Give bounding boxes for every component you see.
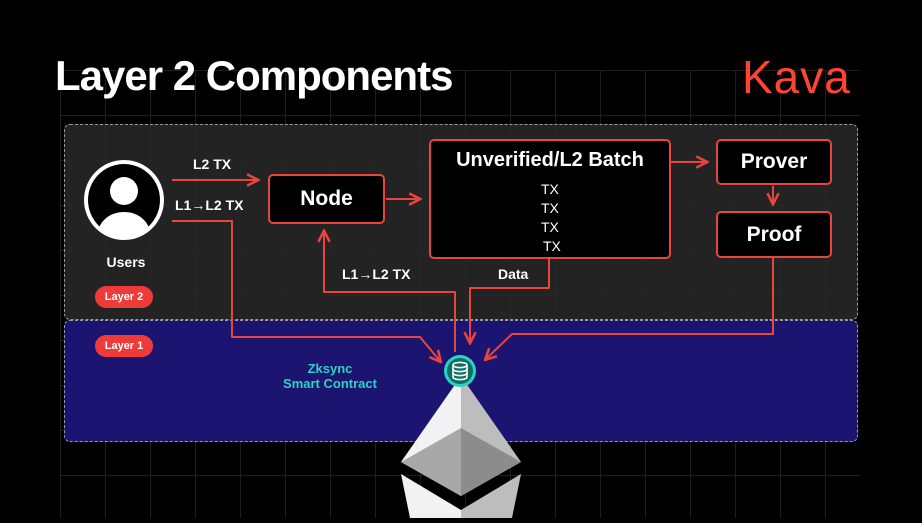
edge-label-users-l1-l2-tx: L1→L2 TX — [175, 197, 244, 213]
edge-label-l2-tx: L2 TX — [193, 156, 232, 172]
batch-box: Unverified/L2 Batch TX TX TX TX — [429, 139, 671, 259]
edge-users-to-contract — [172, 220, 440, 361]
edge-label-data: Data — [498, 266, 529, 282]
layer1-badge: Layer 1 — [95, 335, 153, 357]
users-label: Users — [106, 254, 146, 270]
proof-label: Proof — [746, 222, 802, 246]
batch-tx-item: TX — [541, 200, 559, 216]
prover-label: Prover — [740, 150, 808, 173]
batch-tx-item: TX — [541, 181, 559, 197]
brand-logo: Kava — [742, 51, 851, 103]
edge-label-contract-l1-l2-tx: L1→L2 TX — [342, 266, 411, 282]
page-title: Layer 2 Components — [55, 52, 453, 99]
node-box: Node — [268, 174, 385, 224]
batch-tx-item: TX — [543, 238, 561, 254]
edge-contract-to-node — [324, 232, 456, 352]
node-label: Node — [300, 187, 353, 210]
smart-contract-label: Zksync Smart Contract — [262, 361, 398, 391]
user-avatar-icon — [82, 158, 166, 247]
layer2-badge: Layer 2 — [95, 286, 153, 308]
contract-name: Zksync — [307, 361, 353, 376]
database-icon — [443, 354, 477, 393]
contract-type: Smart Contract — [283, 376, 377, 391]
ethereum-logo — [400, 376, 522, 523]
batch-title: Unverified/L2 Batch — [456, 149, 644, 171]
edge-batch-to-contract — [470, 259, 550, 342]
batch-tx-item: TX — [541, 219, 559, 235]
proof-box: Proof — [716, 211, 832, 258]
prover-box: Prover — [716, 139, 832, 185]
edge-proof-to-contract — [486, 258, 774, 359]
